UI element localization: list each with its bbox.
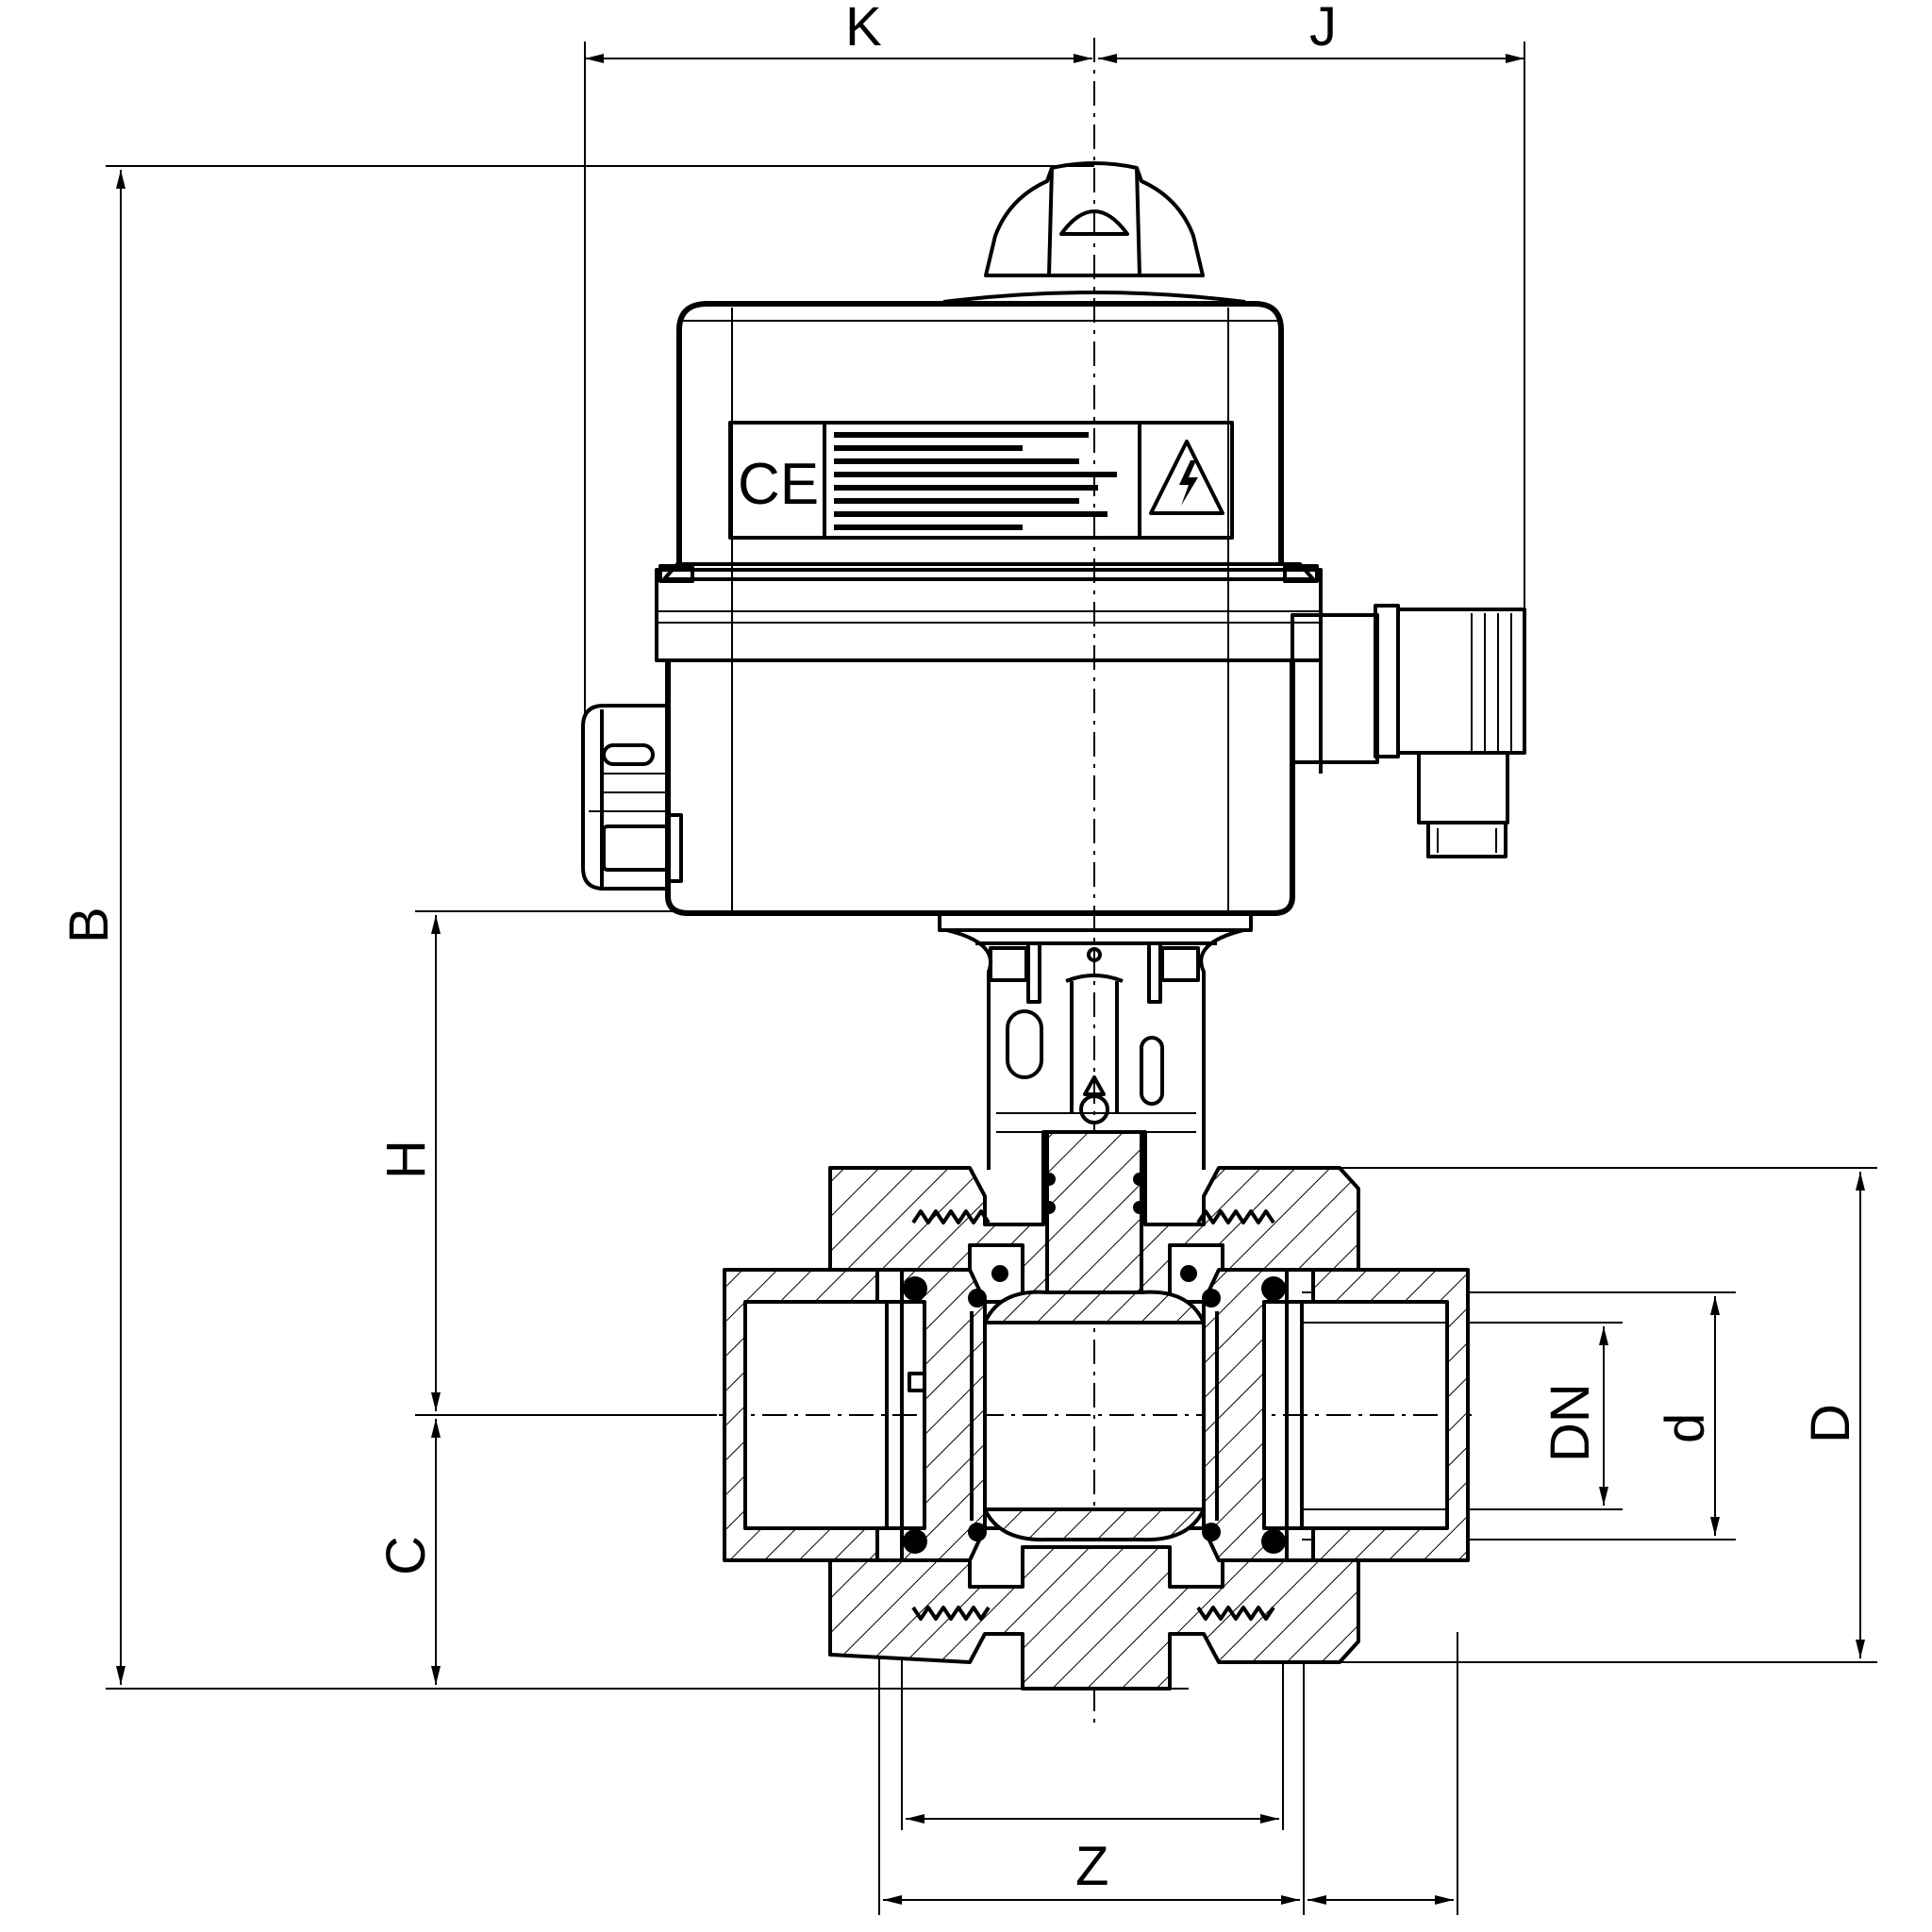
dim-d: d: [1655, 1413, 1716, 1443]
label-text-lines: [834, 432, 1117, 530]
left-cable-gland: [581, 704, 683, 891]
o-rings: [903, 1173, 1286, 1554]
dim-C: C: [375, 1536, 437, 1575]
dim-D: D: [1800, 1404, 1861, 1443]
dimension-labels: K J B H C DN d D Z: [58, 0, 1861, 1897]
dim-K: K: [845, 0, 882, 58]
mounting-bracket: [938, 911, 1253, 1170]
actuator-body: [665, 660, 1295, 916]
valve-ball: [983, 1290, 1206, 1324]
dim-J: J: [1309, 0, 1337, 58]
ce-mark: CE: [738, 452, 819, 517]
dim-DN: DN: [1540, 1383, 1601, 1462]
override-knob: [942, 161, 1246, 304]
dim-H: H: [375, 1140, 437, 1179]
actuator-cover: [676, 301, 1284, 564]
electric-hazard-icon: [1149, 440, 1224, 515]
right-connector: [1291, 604, 1526, 858]
actuator-flange: [655, 562, 1323, 662]
label-plate: CE: [728, 421, 1234, 540]
valve-body: [723, 1130, 1470, 1690]
actuator: CE: [581, 161, 1526, 916]
dim-Z: Z: [1075, 1836, 1108, 1897]
dim-B: B: [58, 907, 120, 943]
